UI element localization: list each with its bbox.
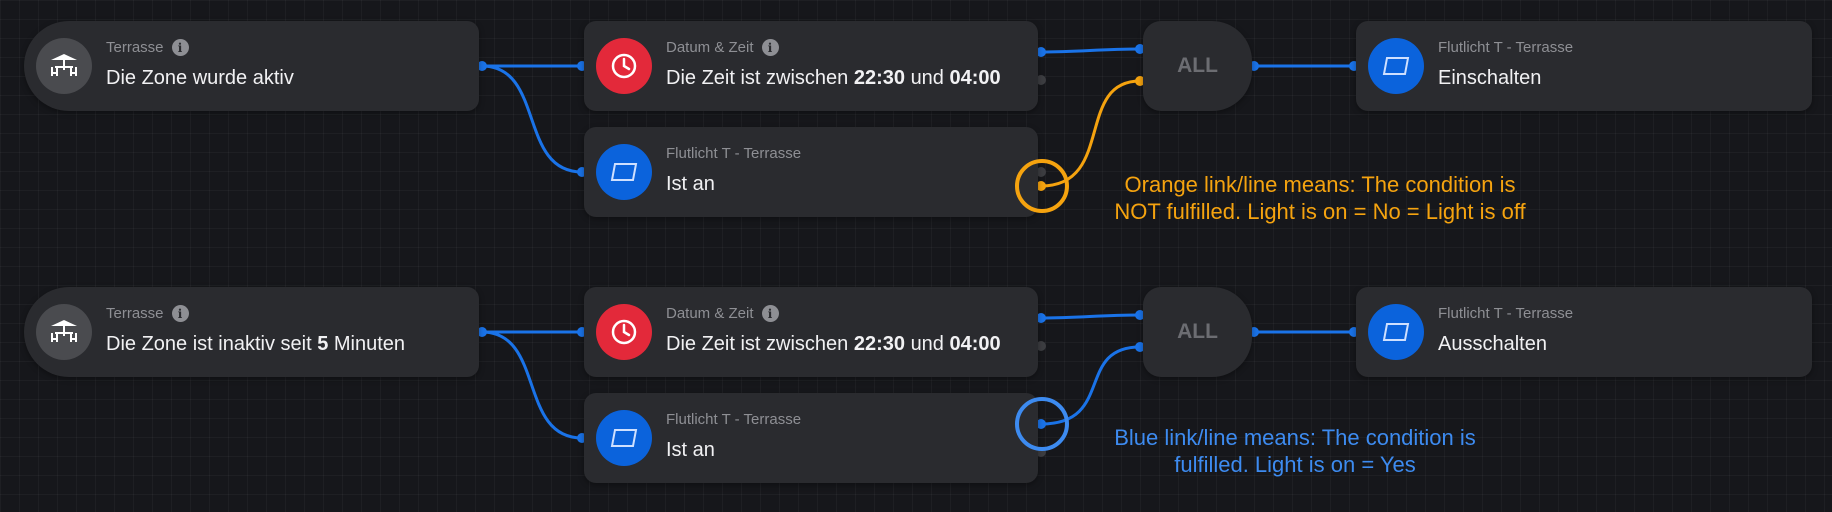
annotation-orange-link: Orange link/line means: The condition is… bbox=[1080, 171, 1560, 225]
node-title: Ausschalten bbox=[1438, 333, 1547, 355]
node-title: Einschalten bbox=[1438, 67, 1542, 89]
zone-icon bbox=[36, 304, 92, 360]
annotation-line: fulfilled. Light is on = Yes bbox=[1174, 452, 1416, 477]
logic-label: ALL bbox=[1177, 54, 1218, 77]
node-subtitle: Flutlicht T - Terrasse bbox=[666, 145, 802, 162]
annotation-line: Blue link/line means: The condition is bbox=[1114, 425, 1476, 450]
node-subtitle: Flutlicht T - Terrasse bbox=[666, 411, 802, 428]
link-trigger-to-light-condition bbox=[481, 64, 583, 174]
link-trigger-to-light-condition bbox=[481, 330, 583, 440]
clock-icon bbox=[596, 304, 652, 360]
node-title: Ist an bbox=[666, 439, 715, 461]
zone-icon bbox=[36, 38, 92, 94]
action-node[interactable]: Flutlicht T - Terrasse Einschalten bbox=[1356, 21, 1812, 111]
info-icon[interactable]: i bbox=[171, 39, 189, 56]
light-icon bbox=[596, 410, 652, 466]
node-title: Ist an bbox=[666, 173, 715, 195]
logic-all-node[interactable]: ALL bbox=[1143, 21, 1252, 111]
light-icon bbox=[596, 144, 652, 200]
node-title: Die Zeit ist zwischen 22:30 und 04:00 bbox=[666, 67, 1001, 89]
light-condition-node[interactable]: Flutlicht T - Terrasse Ist an bbox=[584, 127, 1038, 217]
clock-icon bbox=[596, 38, 652, 94]
annotation-line: NOT fulfilled. Light is on = No = Light … bbox=[1114, 199, 1526, 224]
node-title: Die Zone ist inaktiv seit 5 Minuten bbox=[106, 333, 406, 355]
link-light-condition-to-logic bbox=[1040, 345, 1141, 426]
info-icon[interactable]: i bbox=[761, 305, 779, 322]
light-condition-node[interactable]: Flutlicht T - Terrasse Ist an bbox=[584, 393, 1038, 483]
light-icon bbox=[1368, 304, 1424, 360]
node-subtitle: Flutlicht T - Terrasse bbox=[1438, 39, 1574, 56]
annotation-blue-link: Blue link/line means: The condition is f… bbox=[1060, 424, 1530, 478]
logic-all-node[interactable]: ALL bbox=[1143, 287, 1252, 377]
action-node[interactable]: Flutlicht T - Terrasse Ausschalten bbox=[1356, 287, 1812, 377]
node-title: Die Zone wurde aktiv bbox=[106, 67, 294, 89]
info-icon[interactable]: i bbox=[171, 305, 189, 322]
node-title: Die Zeit ist zwischen 22:30 und 04:00 bbox=[666, 333, 1001, 355]
node-subtitle: Flutlicht T - Terrasse bbox=[1438, 305, 1574, 322]
light-icon bbox=[1368, 38, 1424, 94]
link-time-to-logic bbox=[1040, 313, 1141, 320]
logic-label: ALL bbox=[1177, 320, 1218, 343]
link-time-to-logic bbox=[1040, 47, 1141, 54]
info-icon[interactable]: i bbox=[761, 39, 779, 56]
annotation-line: Orange link/line means: The condition is bbox=[1124, 172, 1516, 197]
